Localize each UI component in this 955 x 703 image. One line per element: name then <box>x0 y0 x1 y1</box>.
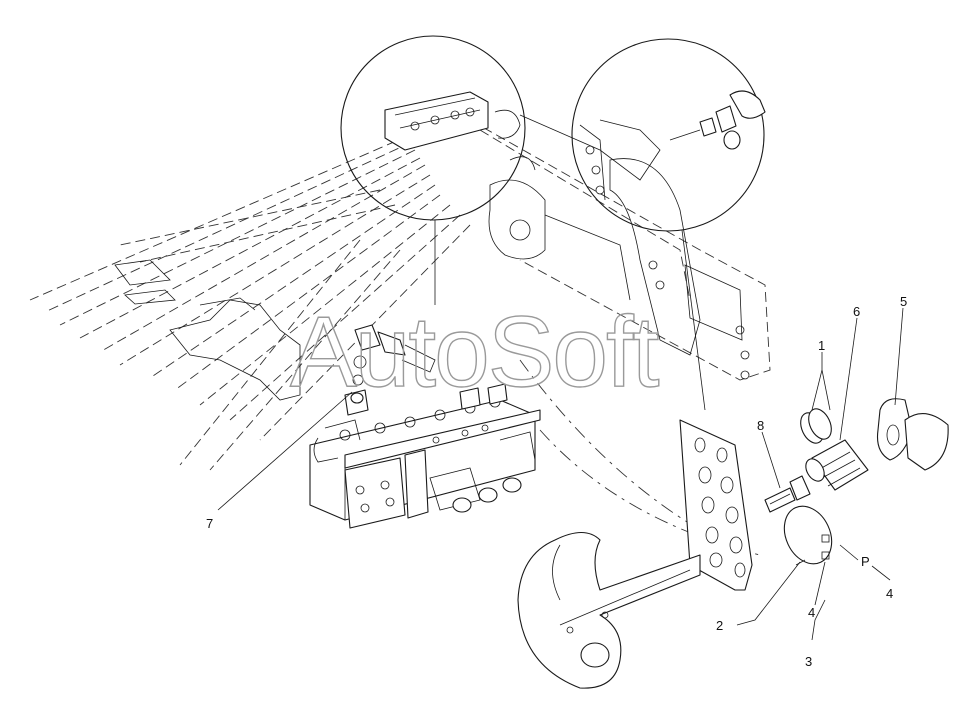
callout-8: 8 <box>757 418 764 433</box>
callout-7: 7 <box>206 516 213 531</box>
quick-coupler <box>805 439 869 491</box>
callout-P: P <box>861 554 870 569</box>
callout-6: 6 <box>853 304 860 319</box>
callout-4-right: 4 <box>886 586 893 601</box>
support-bracket <box>517 531 701 689</box>
leader-lines <box>217 307 904 641</box>
callout-5: 5 <box>900 294 907 309</box>
detail-circle-right <box>571 38 766 411</box>
elbow-fitting <box>350 324 436 404</box>
callout-2: 2 <box>716 618 723 633</box>
callout-labels: 1 6 5 8 7 2 4 3 P 4 <box>206 294 907 669</box>
snap-ring <box>783 505 833 566</box>
o-rings <box>800 408 832 444</box>
mounting-plate <box>679 419 753 591</box>
seal-washers <box>821 534 830 560</box>
detail-circle-left <box>340 35 536 305</box>
callout-3: 3 <box>805 654 812 669</box>
callout-4-lower: 4 <box>808 605 815 620</box>
dust-cap <box>876 398 949 471</box>
callout-1: 1 <box>818 338 825 353</box>
watermark: AutoSoft <box>290 296 660 408</box>
control-valve-block <box>309 383 541 529</box>
hex-fitting <box>764 475 811 513</box>
hitch-bracket <box>114 259 301 401</box>
tractor-frame <box>469 114 771 381</box>
